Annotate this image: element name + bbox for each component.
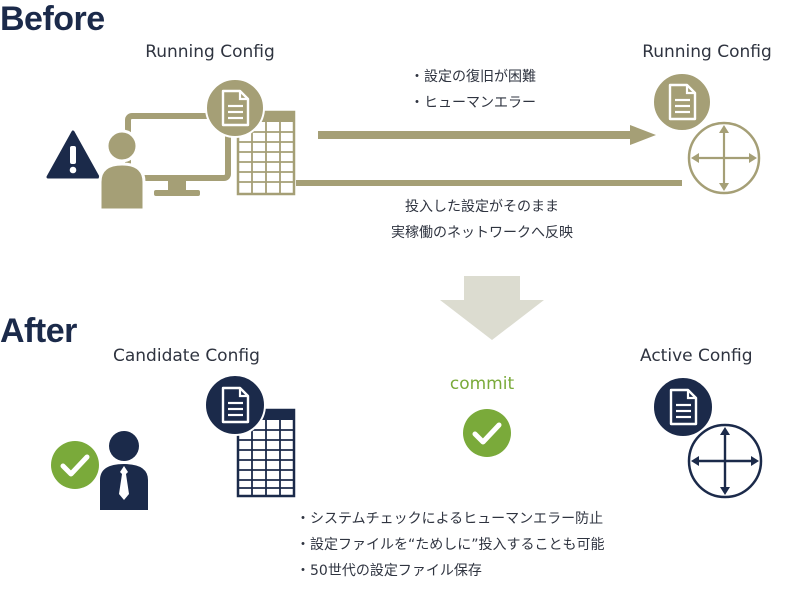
- before-left-config-document-icon: [205, 78, 265, 138]
- spreadsheet-icon: [236, 110, 296, 196]
- before-heading: Before: [0, 0, 105, 38]
- operator-with-monitor-icon: [98, 113, 231, 212]
- transition-down-arrow: [440, 276, 544, 340]
- before-left-config-label: Running Config: [145, 42, 275, 62]
- after-benefits-list: ・システムチェックによるヒューマンエラー防止 ・設定ファイルを“ためしに”投入す…: [296, 506, 605, 584]
- before-flow-note: 投入した設定がそのまま 実稼働のネットワークへ反映: [352, 194, 612, 246]
- before-issue-item: ・設定の復旧が困難: [410, 69, 536, 85]
- after-benefit-item: ・50世代の設定ファイル保存: [296, 563, 482, 579]
- before-direct-apply-line: [296, 180, 682, 186]
- before-issue-item: ・ヒューマンエラー: [410, 95, 536, 111]
- before-flow-note-line: 投入した設定がそのまま: [405, 199, 559, 215]
- commit-check-icon: [463, 409, 511, 457]
- before-right-config-document-icon: [652, 72, 712, 132]
- after-candidate-config-label: Candidate Config: [113, 346, 260, 366]
- active-router-icon: [687, 423, 763, 499]
- check-circle-icon: [51, 441, 99, 489]
- before-right-config-label: Running Config: [642, 42, 772, 62]
- before-flow-note-line: 実稼働のネットワークへ反映: [391, 225, 573, 241]
- after-benefit-item: ・設定ファイルを“ためしに”投入することも可能: [296, 537, 605, 553]
- before-issues-list: ・設定の復旧が困難 ・ヒューマンエラー: [410, 64, 536, 116]
- operator-person-icon: [100, 431, 148, 510]
- commit-label: commit: [449, 374, 515, 394]
- before-router-icon: [687, 121, 761, 195]
- before-flow-arrow: [318, 125, 656, 145]
- active-config-document-icon: [652, 376, 714, 438]
- warning-icon: [46, 130, 100, 179]
- after-active-config-label: Active Config: [640, 346, 753, 366]
- after-benefit-item: ・システムチェックによるヒューマンエラー防止: [296, 511, 604, 527]
- after-heading: After: [0, 312, 77, 350]
- candidate-config-document-icon: [204, 374, 266, 436]
